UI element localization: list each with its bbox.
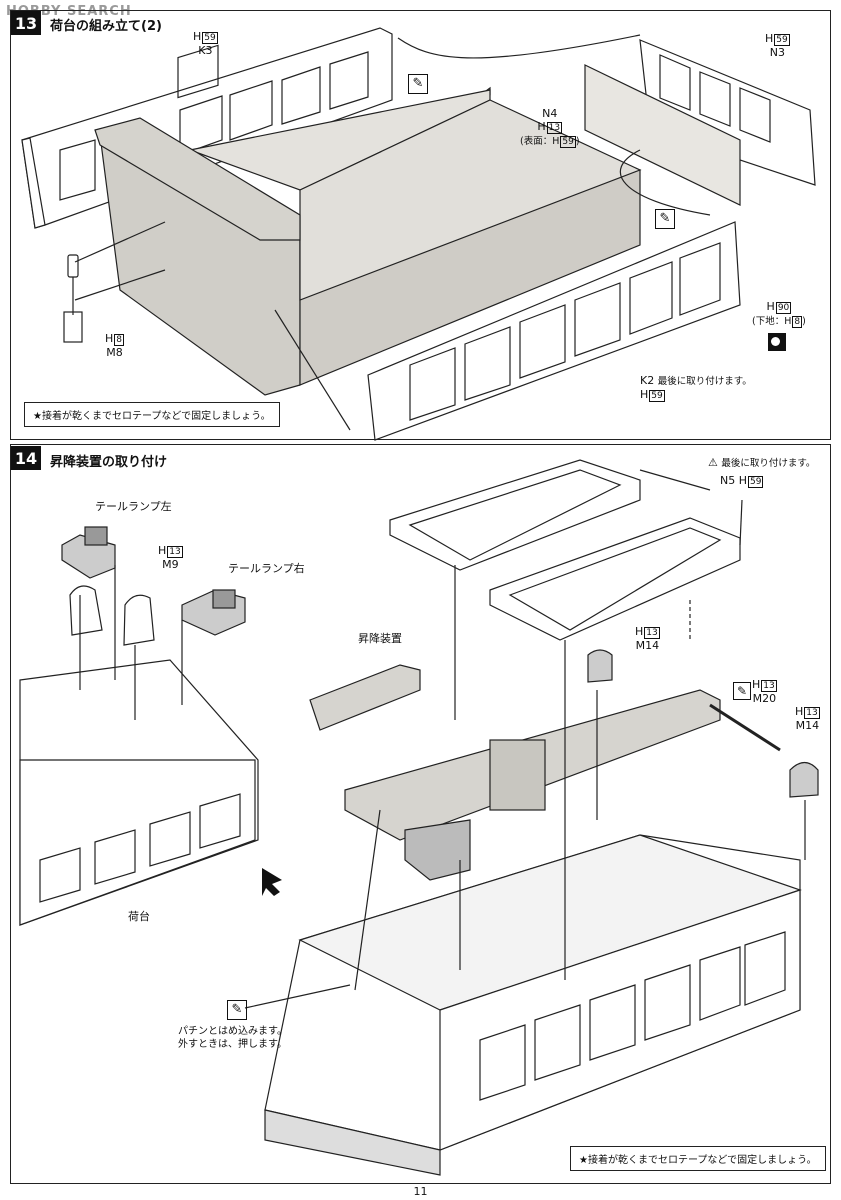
m20-color-prefix: H	[752, 678, 761, 691]
m14b-part: M14	[795, 719, 820, 732]
m9-color-prefix: H	[158, 544, 167, 557]
direction-arrow	[262, 868, 282, 896]
n3-color-num: 59	[774, 34, 790, 46]
m20-part: M20	[752, 692, 777, 705]
caution-text: 最後に取り付けます。	[721, 458, 816, 469]
m14a-color-num: 13	[644, 627, 660, 639]
m9-part: M9	[162, 558, 179, 571]
n5-color-prefix: H	[738, 474, 748, 487]
n3-part: N3	[769, 46, 785, 59]
glue-icon-1: ✎	[408, 74, 428, 94]
m20-color-num: 13	[761, 680, 777, 692]
k3-color-prefix: H	[193, 30, 202, 43]
m14b-color-prefix: H	[795, 705, 804, 718]
snap-line2: 外すときは、押します。	[178, 1039, 287, 1050]
step14-panel	[10, 444, 831, 1184]
m14a-color-prefix: H	[635, 625, 644, 638]
m8-color-prefix: H	[105, 332, 114, 345]
step13-note: ★接着が乾くまでセロテープなどで固定しましょう。	[24, 402, 280, 427]
left-bed	[19, 659, 259, 926]
m14-hinge-a	[587, 649, 613, 683]
n5-trays	[389, 459, 741, 641]
h90-base-num: 8	[792, 316, 803, 328]
step14-number: 14	[11, 446, 41, 470]
snap-line1: パチンとはめ込みます。	[178, 1026, 287, 1037]
step13-panel	[10, 10, 831, 440]
m20-rod	[709, 703, 781, 752]
lift-device-label: 昇降装置	[358, 632, 402, 645]
m8-parts	[63, 254, 83, 343]
m14-hinge-b	[789, 761, 819, 798]
m9-color-num: 13	[167, 546, 183, 558]
n4-surface-suffix: )	[575, 136, 580, 147]
step13-number: 13	[11, 11, 41, 35]
m8-color-num: 8	[114, 334, 125, 346]
k2-note: 最後に取り付けます。	[657, 376, 752, 387]
h90-base-suffix: )	[802, 316, 806, 327]
m8-part: M8	[106, 346, 123, 359]
n4-surface-num: 59	[560, 136, 576, 148]
n3-color-prefix: H	[765, 32, 774, 45]
page-number: 11	[413, 1185, 428, 1198]
n5-part: N5	[720, 474, 736, 487]
bed-box	[94, 86, 642, 396]
k3-part: K3	[198, 44, 213, 57]
tail-lamp-parts	[61, 526, 246, 636]
n3-rear-panel	[639, 39, 816, 186]
big-bed	[264, 834, 802, 1176]
n4-surface-prefix: (表面：H	[520, 136, 560, 147]
n4-part: N4	[542, 107, 558, 120]
lift-device	[309, 664, 721, 881]
glue-icon-2: ✎	[655, 209, 675, 229]
caution-icon: ⚠	[708, 456, 718, 469]
step14-note: ★接着が乾くまでセロテープなどで固定しましょう。	[570, 1146, 826, 1171]
tail-lamp-left-label: テールランプ左	[95, 500, 172, 513]
h90-color-prefix: H	[766, 300, 775, 313]
k2-color-prefix: H	[640, 388, 649, 401]
n4-color-prefix: H	[537, 120, 546, 133]
caution-note: ⚠ 最後に取り付けます。	[708, 456, 815, 470]
k2-part: K2	[640, 374, 655, 387]
glue-icon-4: ✎	[227, 1000, 247, 1020]
m9-brackets	[69, 585, 155, 646]
tail-lamp-right-label: テールランプ右	[228, 562, 305, 575]
k3-color-num: 59	[202, 32, 218, 44]
step13-title: 荷台の組み立て(2)	[50, 19, 162, 34]
k2-front-panel	[367, 221, 741, 441]
snap-note: パチンとはめ込みます。 外すときは、押します。	[178, 1025, 287, 1051]
n4-plate	[584, 64, 741, 206]
m14a-part: M14	[635, 639, 660, 652]
glue-icon-3: ✎	[733, 682, 751, 700]
n4-color-num: 13	[546, 122, 563, 134]
sticker-symbol-icon	[768, 333, 786, 351]
h90-color-num: 90	[775, 302, 792, 314]
n5-color-num: 59	[748, 476, 764, 488]
k2-color-num: 59	[649, 390, 665, 402]
h90-base-prefix: (下地：H	[752, 316, 792, 327]
m14b-color-num: 13	[804, 707, 820, 719]
step14-title: 昇降装置の取り付け	[50, 455, 168, 470]
bed-label: 荷台	[128, 910, 150, 923]
